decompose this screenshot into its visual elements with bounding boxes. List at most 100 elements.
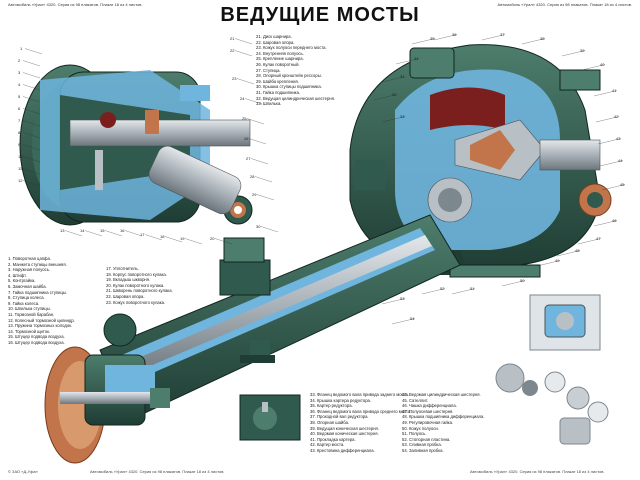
- callout-number: 51: [470, 286, 475, 291]
- callout-leader: [22, 108, 41, 115]
- legend-top: 21. Диск шарнира.22. Шаровая опора.23. К…: [256, 34, 335, 107]
- legend-item: 23. Кожух полуоси переднего моста.: [256, 45, 327, 51]
- legend-item: 37. Проходной вал редуктора.: [310, 414, 369, 420]
- legend-item: 49. Регулировочная гайка.: [402, 419, 454, 425]
- callout-leader: [601, 184, 626, 191]
- legend-item: 35. Картер редуктора.: [310, 403, 353, 409]
- callout-number: 20: [210, 236, 215, 241]
- axle-tube: [99, 214, 461, 421]
- legend-item: 5. Контргайка.: [8, 278, 36, 284]
- legend-item: 42. Картер моста.: [310, 442, 345, 448]
- legend-item: 28. Опорный кронштейн рессоры.: [256, 73, 322, 79]
- legend-item: 30. Крышка ступицы подшипника.: [256, 84, 322, 90]
- callout-leader: [395, 58, 420, 65]
- poster-title: ВЕДУЩИЕ МОСТЫ: [220, 4, 420, 26]
- legend-item: 21. Диск шарнира.: [256, 34, 292, 39]
- legend-item: 24. Внутренняя полуось.: [256, 50, 304, 56]
- legend-item: 16. Штуцер подвода воздуха.: [8, 339, 65, 345]
- bearing-parts-exploded: [495, 363, 609, 445]
- legend-item: 19. Вкладыш шкворня.: [106, 277, 151, 283]
- callout-number: 38: [540, 36, 545, 41]
- legend-item: 25. Крепление шарнира.: [256, 56, 304, 62]
- legend-item: 14. Тормозной щиток.: [8, 328, 51, 334]
- callout-number: 46: [612, 218, 617, 223]
- legend-item: 29. Шайба крепления.: [256, 78, 299, 84]
- callout-number: 29: [252, 192, 257, 197]
- callout-number: 49: [555, 258, 560, 263]
- callout-leader: [597, 138, 622, 145]
- legend-item: 2. Манжета ступицы внешняя.: [8, 261, 67, 267]
- callout-number: 24: [240, 96, 245, 101]
- callout-number: 41: [612, 88, 617, 93]
- legend-item: 33. Шпилька.: [256, 101, 282, 107]
- legend-item: 52. Стопорная пластина.: [402, 436, 451, 442]
- legend-item: 34. Крышка картера редуктора.: [310, 397, 372, 403]
- callout-number: 40: [600, 62, 605, 67]
- callout-leader: [536, 260, 561, 267]
- front-hub-assembly: [19, 64, 253, 226]
- callout-leader: [561, 50, 586, 57]
- callout-leader: [22, 72, 41, 79]
- callout-number: 43: [616, 136, 621, 141]
- callout-number: 13: [60, 228, 65, 233]
- legend-item: 1. Поворотная цапфа.: [8, 256, 51, 261]
- legend-item: 48. Крышка подшипника дифференциала.: [402, 414, 485, 420]
- callout-leader: [451, 288, 476, 295]
- callout-leader: [381, 116, 406, 123]
- callout-leader: [22, 144, 41, 151]
- callout-number: 48: [575, 248, 580, 253]
- legend-mid: 17. Уплотнитель.18. Корпус поворотного к…: [106, 266, 173, 305]
- callout-number: 22: [230, 48, 235, 53]
- legend-item: 40. Ведомая коническая шестерня.: [310, 431, 379, 437]
- callout-leader: [250, 158, 269, 165]
- callout-leader: [236, 78, 255, 85]
- callout-leader: [22, 84, 41, 91]
- legend-item: 51. Полуось.: [402, 431, 427, 437]
- legend-item: 12. Колесный тормозной цилиндр.: [8, 317, 75, 323]
- callout-number: 18: [160, 234, 165, 239]
- callout-number: 31: [400, 74, 405, 79]
- legend-item: 33. Фланец ведомого вала привода заднего…: [310, 392, 409, 397]
- legend-item: 45. Сателлит.: [402, 397, 429, 403]
- callout-leader: [244, 98, 263, 105]
- callout-leader: [104, 230, 123, 237]
- legend-item: 47. Полуосевая шестерня.: [402, 408, 454, 414]
- legend-bottom-right: 44. Ведомая цилиндрическая шестерня.45. …: [402, 392, 485, 454]
- copyright-text: © ЗАО «Д-Уфа»: [8, 469, 38, 474]
- legend-item: 46. Чашка дифференциала.: [402, 403, 457, 409]
- callout-leader: [411, 38, 436, 45]
- differential-assembly: [349, 44, 612, 278]
- callout-number: 28: [250, 174, 255, 179]
- callout-leader: [64, 230, 83, 237]
- callout-leader: [256, 194, 275, 201]
- callout-leader: [381, 76, 406, 83]
- callout-number: 36: [452, 32, 457, 37]
- legend-item: 11. Тормозной барабан.: [8, 311, 55, 317]
- callout-leader: [214, 238, 233, 245]
- callout-leader: [373, 94, 398, 101]
- callout-leader: [22, 60, 41, 67]
- publisher-logo: © ЗАО «Д-Уфа»: [8, 469, 38, 474]
- legend-item: 7. Гайка подшипника ступицы.: [8, 289, 68, 295]
- callout-leader: [84, 230, 103, 237]
- callout-number: 27: [246, 156, 251, 161]
- callout-number: 30: [256, 224, 261, 229]
- callout-number: 7: [18, 118, 21, 123]
- legend-item: 26. Кулак поворотный.: [256, 61, 300, 67]
- callout-leader: [246, 118, 265, 125]
- callout-number: 37: [500, 32, 505, 37]
- callout-leader: [234, 50, 253, 57]
- callout-leader: [184, 238, 203, 245]
- callout-number: 53: [400, 296, 405, 301]
- callout-leader: [521, 38, 546, 45]
- callout-leader: [22, 96, 41, 103]
- legend-item: 9. Гайка колеса.: [8, 300, 40, 306]
- callout-leader: [22, 120, 41, 127]
- legend-item: 10. Шпилька ступицы.: [8, 306, 51, 312]
- callout-leader: [22, 156, 41, 163]
- callout-number: 3: [18, 70, 21, 75]
- legend-item: 17. Уплотнитель.: [106, 266, 139, 271]
- callout-leader: [164, 236, 183, 243]
- callout-number: 14: [80, 228, 85, 233]
